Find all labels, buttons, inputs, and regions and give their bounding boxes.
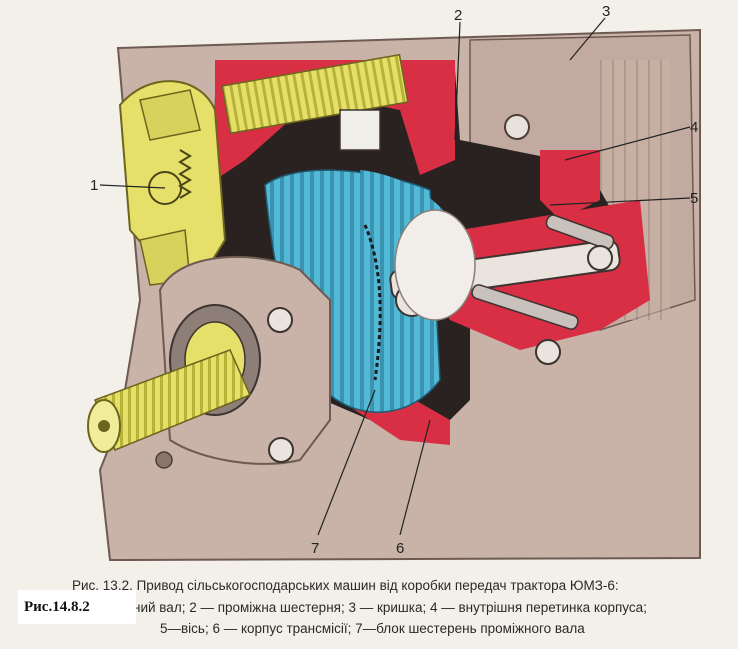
callout-7: 7 <box>311 540 319 557</box>
housing-hole <box>155 451 173 469</box>
bolt-lower <box>471 284 579 330</box>
callout-1: 1 <box>90 177 98 194</box>
caption-line-3: 5—вісь; 6 — корпус трансмісії; 7—блок ше… <box>160 621 585 636</box>
gear-arc <box>363 224 382 381</box>
callout-5: 5 <box>690 190 698 207</box>
spring <box>178 149 192 199</box>
caption-line-2: инний вал; 2 — проміжна шестерня; 3 — кр… <box>118 600 647 615</box>
figure-label: Рис.14.8.2 <box>18 590 136 624</box>
leader-lines <box>99 17 691 536</box>
flange-bolt-bottom <box>268 437 294 463</box>
figure-caption: Рис. 13.2. Привод сільськогосподарських … <box>0 572 738 649</box>
bolt-upper <box>545 214 615 250</box>
callout-4: 4 <box>690 119 698 136</box>
cover-bolt <box>504 114 530 140</box>
caption-line-1: Рис. 13.2. Привод сільськогосподарських … <box>72 578 619 593</box>
callout-3: 3 <box>602 3 610 20</box>
shaft-collar <box>339 109 381 151</box>
red-partition <box>540 150 600 220</box>
callout-2: 2 <box>454 7 462 24</box>
drive-shaft <box>221 53 409 135</box>
flange-bolt-top <box>267 307 293 333</box>
callout-6: 6 <box>396 540 404 557</box>
gear-disc <box>394 209 476 321</box>
